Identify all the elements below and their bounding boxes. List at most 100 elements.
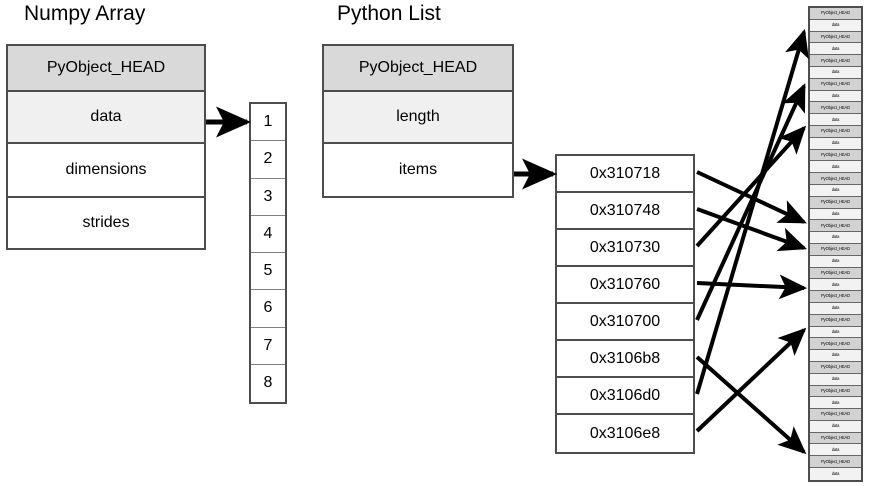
pointer-cell: 0x310730 [557,230,693,267]
object-data-cell: data [810,137,861,150]
object-data-cell: data [810,302,861,315]
object-cell-label: PyObject_HEAD [821,80,850,87]
object-pyobject-head-cell: PyObject_HEAD [810,78,861,91]
data-buffer-cell: 6 [251,290,285,328]
object-cell-label: data [831,22,840,28]
object-cell-label: data [831,92,840,98]
object-data-cell: data [810,468,861,480]
object-cell-label: PyObject_HEAD [821,316,850,323]
data-buffer-cell: 4 [251,216,285,253]
object-pyobject-head-cell: PyObject_HEAD [810,314,861,327]
object-cell-label: PyObject_HEAD [821,246,850,252]
pointer-cell: 0x310748 [557,193,693,230]
object-cell-label: PyObject_HEAD [821,411,850,417]
pointer-cell: 0x310718 [557,156,693,193]
data-buffer-cell: 5 [251,253,285,291]
pylist-row-length: length [324,92,512,144]
object-cell-label: PyObject_HEAD [821,33,850,40]
object-pyobject-head-cell: PyObject_HEAD [810,31,861,44]
object-data-cell: data [810,184,861,197]
object-pyobject-head-cell: PyObject_HEAD [810,102,861,115]
object-cell-label: PyObject_HEAD [821,458,850,464]
object-cell-label: data [831,258,840,264]
object-pyobject-head-cell: PyObject_HEAD [810,55,861,67]
object-cell-label: data [831,163,840,169]
object-pyobject-head-cell: PyObject_HEAD [810,361,861,374]
pointer-cell: 0x310700 [557,304,693,341]
pointer-cell: 0x3106b8 [557,341,693,378]
object-data-cell: data [810,444,861,457]
object-cell-label: data [831,423,840,429]
numpy-array-struct: PyObject_HEAD data dimensions strides [6,44,206,250]
arrow-pointer-to-object-5 [695,355,807,455]
object-cell-label: PyObject_HEAD [821,222,850,228]
arrow-pointer-to-object-2 [695,125,807,248]
object-cell-label: PyObject_HEAD [821,57,850,63]
object-cell-label: data [831,470,840,476]
object-pyobject-head-cell: PyObject_HEAD [810,338,861,351]
object-pyobject-head-cell: PyObject_HEAD [810,267,861,280]
data-buffer-cell: 8 [263,374,273,392]
object-data-cell: data [810,255,861,268]
object-cell-label: data [831,187,840,193]
arrow-pointer-to-object-6 [695,28,809,395]
object-pyobject-head-cell: PyObject_HEAD [810,432,861,445]
object-cell-label: data [831,281,840,287]
object-cell-label: data [831,352,840,358]
pylist-row-pyobject-head: PyObject_HEAD [324,46,512,92]
data-buffer-cell: 3 [251,179,285,216]
object-cell-label: PyObject_HEAD [821,10,850,16]
object-data-cell: data [810,208,861,221]
python-list-struct: PyObject_HEAD length items [322,44,514,198]
object-cell-label: PyObject_HEAD [821,104,850,110]
object-pyobject-head-cell: PyObject_HEAD [810,220,861,233]
data-buffer-cell: 7 [251,328,285,365]
object-data-cell: data [810,161,861,174]
object-cell-label: PyObject_HEAD [821,269,850,275]
object-data-cell: data [810,19,861,32]
object-cell-label: data [831,69,840,75]
object-cell-label: data [831,446,840,452]
object-cell-label: data [831,234,840,240]
object-pyobject-head-cell: PyObject_HEAD [810,409,861,421]
object-cell-label: PyObject_HEAD [821,434,850,441]
object-pyobject-head-cell: PyObject_HEAD [810,8,861,20]
object-data-cell: data [810,373,861,386]
object-pyobject-head-cell: PyObject_HEAD [810,385,861,398]
object-data-cell: data [810,43,861,56]
object-data-cell: data [810,90,861,103]
numpy-array-title: Numpy Array [24,2,146,25]
pointer-cell: 0x3106d0 [557,378,693,415]
pointer-cell: 0x310760 [557,267,693,304]
object-cell-label: data [831,376,840,382]
object-pyobject-head-cell: PyObject_HEAD [810,456,861,469]
object-cell-label: PyObject_HEAD [821,198,850,205]
arrow-pointer-to-object-1 [696,207,808,252]
object-cell-label: data [831,45,840,51]
object-data-cell: data [810,114,861,126]
arrow-pointer-to-object-3 [696,274,808,300]
object-pyobject-head-cell: PyObject_HEAD [810,291,861,303]
data-buffer-cell: 1 [251,104,285,142]
numpy-row-data: data [8,92,204,144]
object-data-cell: data [810,350,861,362]
object-data-cell: data [810,420,861,433]
object-pyobject-head-cell: PyObject_HEAD [810,125,861,138]
python-list-title: Python List [337,2,441,25]
object-cell-label: data [831,399,840,405]
object-cell-label: data [831,116,840,122]
object-cell-label: PyObject_HEAD [821,175,850,181]
arrow-pointer-to-object-0 [696,170,807,224]
object-cell-label: PyObject_HEAD [821,387,850,393]
object-data-cell: data [810,279,861,292]
object-cell-label: data [831,328,840,334]
numpy-row-strides: strides [8,198,204,248]
arrow-pointer-to-object-7 [695,327,807,433]
data-buffer-cell: 2 [251,141,285,179]
object-pyobject-head-cell: PyObject_HEAD [810,196,861,209]
object-cell-label: PyObject_HEAD [821,364,850,370]
arrow-pointer-to-object-4 [695,83,806,321]
